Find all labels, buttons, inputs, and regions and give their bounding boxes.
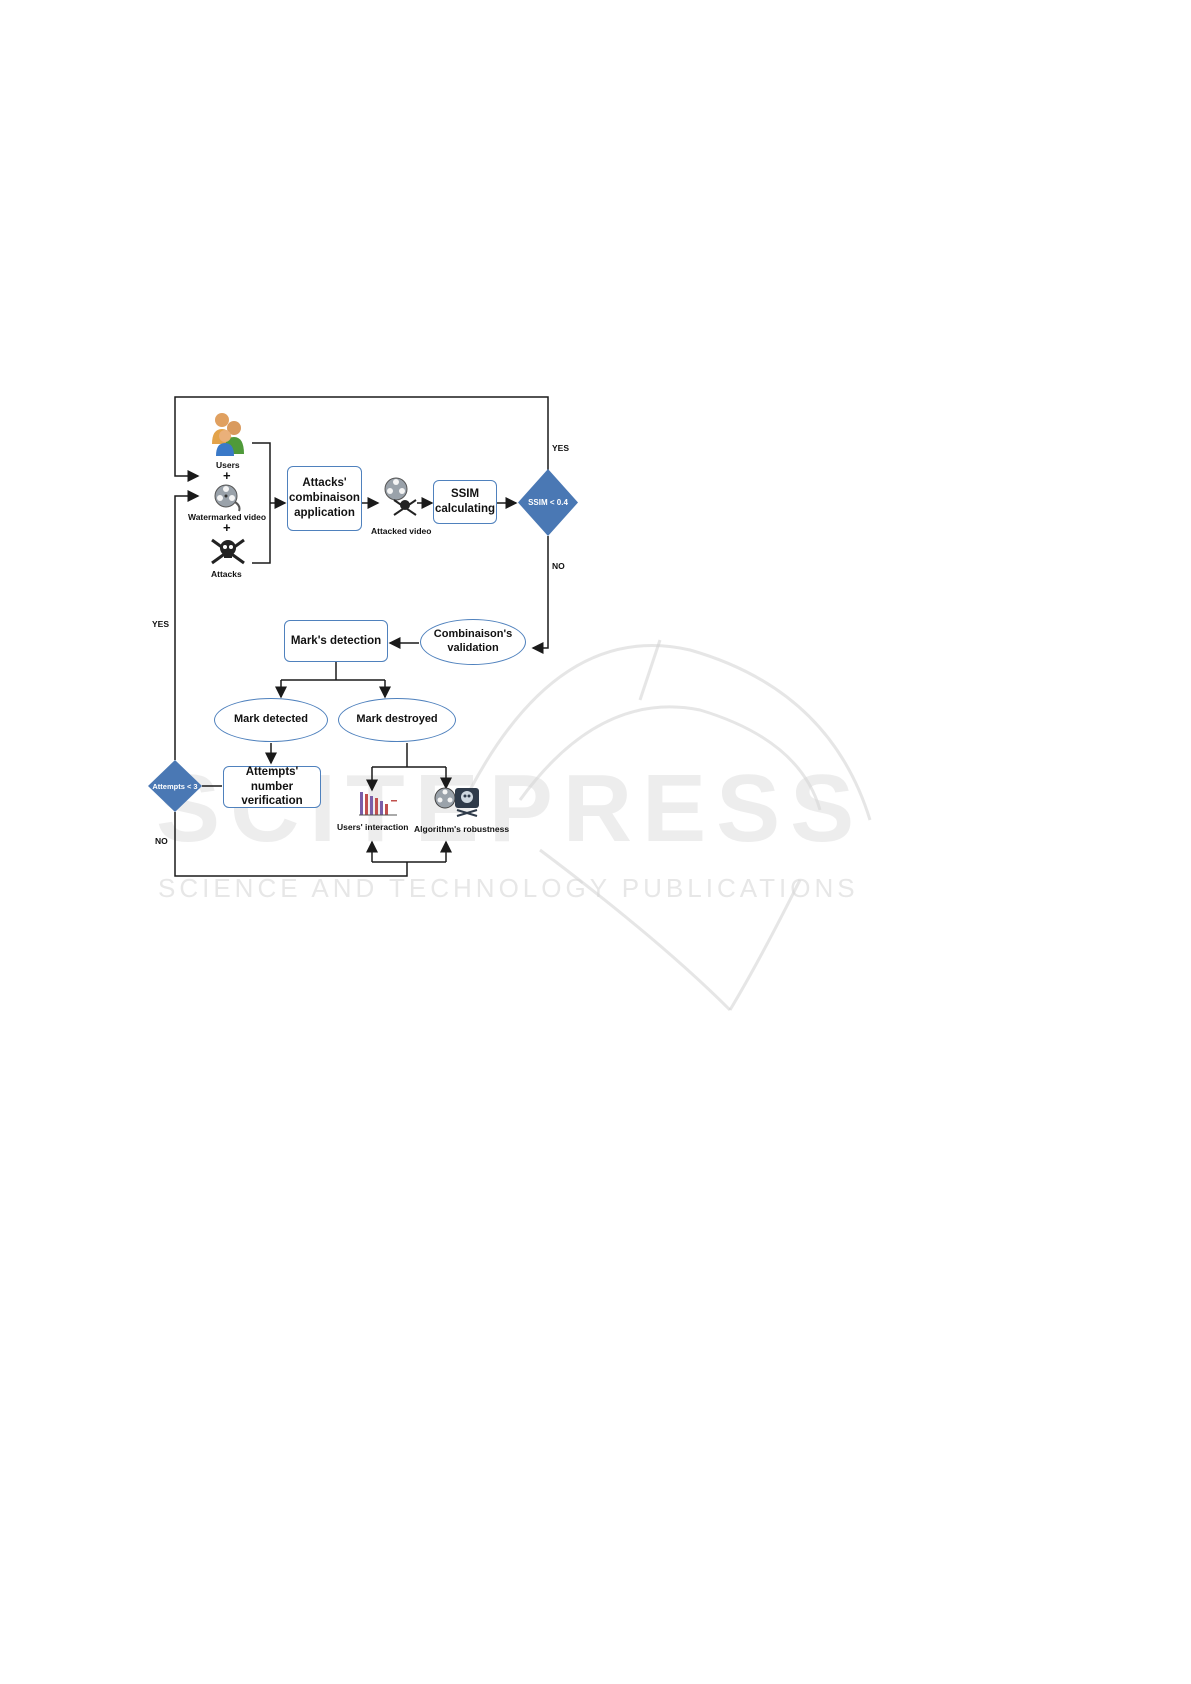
attempts-verification-box: Attempts' number verification xyxy=(223,766,321,808)
film-reel-icon xyxy=(214,484,241,512)
attempts-yes-label: YES xyxy=(152,619,170,629)
users-label: Users xyxy=(216,460,240,470)
combination-validation-ellipse: Combinaison's validation xyxy=(420,619,526,665)
attacked-video-label: Attacked video xyxy=(371,526,432,536)
attacks-application-box: Attacks' combinaison application xyxy=(287,466,362,531)
mark-detected-ellipse: Mark detected xyxy=(214,698,328,742)
film-reel-icon xyxy=(384,477,417,516)
bar-chart-icon xyxy=(359,792,397,816)
attempts-decision-label: Attempts < 3 xyxy=(152,781,198,791)
mark-detection-box: Mark's detection xyxy=(284,620,388,662)
ssim-calculating-box: SSIM calculating xyxy=(433,480,497,524)
plus-sign: + xyxy=(223,520,231,535)
attacks-label: Attacks xyxy=(211,569,242,579)
plus-sign: + xyxy=(223,468,231,483)
ssim-yes-label: YES xyxy=(552,443,570,453)
ssim-decision-diamond: SSIM < 0.4 xyxy=(518,469,578,536)
watermarked-video-label: Watermarked video xyxy=(188,512,267,522)
pirate-skull-icon xyxy=(211,538,245,565)
ssim-no-label: NO xyxy=(552,561,565,571)
watermark-tagline: SCIENCE AND TECHNOLOGY PUBLICATIONS xyxy=(158,873,859,903)
users-interaction-label: Users' interaction xyxy=(337,822,409,832)
attempts-no-label: NO xyxy=(155,836,168,846)
users-icon xyxy=(212,413,244,456)
attempts-decision-diamond: Attempts < 3 xyxy=(148,760,202,812)
mark-destroyed-ellipse: Mark destroyed xyxy=(338,698,456,742)
robustness-icon xyxy=(434,787,479,817)
algorithm-robustness-label: Algorithm's robustness xyxy=(414,824,510,834)
ssim-decision-label: SSIM < 0.4 xyxy=(528,498,568,507)
